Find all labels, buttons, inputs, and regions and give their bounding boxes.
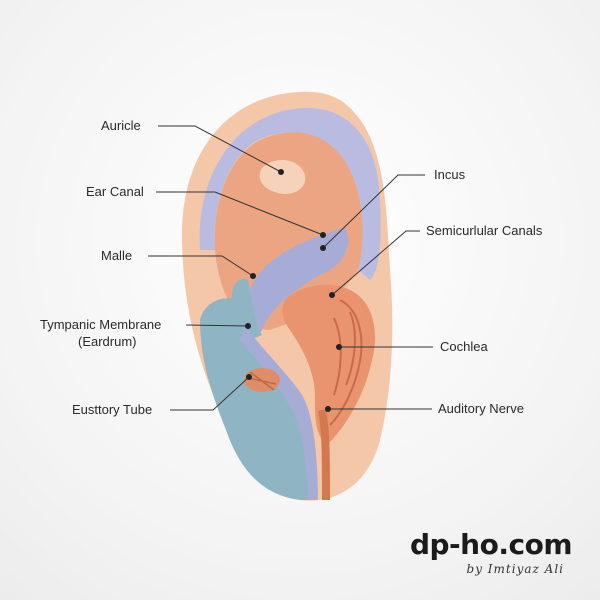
dot-auricle: [278, 169, 284, 175]
dot-eustachian: [246, 374, 252, 380]
dot-incus: [320, 245, 326, 251]
dot-auditory-nerve: [325, 406, 331, 412]
tympanic-channel: [240, 325, 318, 500]
label-incus: Incus: [434, 167, 466, 182]
label-eardrum: (Eardrum): [78, 334, 137, 349]
leader-tympanic: [185, 324, 249, 327]
tympanic-cluster: [244, 368, 280, 392]
dot-ear-canal: [320, 232, 326, 238]
cochlea-region: [282, 284, 376, 443]
dot-semicircular: [329, 292, 335, 298]
ear-canal-tube: [249, 228, 349, 333]
label-cochlea: Cochlea: [440, 339, 488, 354]
auditory-nerve-shape: [318, 409, 330, 501]
site-brand: dp-ho.com: [409, 528, 573, 561]
concha-highlight: [259, 159, 306, 195]
label-semicircular-canals: Semicurlular Canals: [426, 223, 543, 238]
label-eustachian-tube: Eusttory Tube: [72, 402, 153, 417]
malleus-tube: [231, 278, 262, 340]
leader-auricle: [158, 125, 282, 173]
auricle-band: [199, 107, 381, 280]
leader-ear-canal: [156, 191, 324, 236]
label-malle: Malle: [101, 248, 133, 263]
concha: [214, 132, 363, 330]
label-auditory-nerve: Auditory Nerve: [438, 401, 524, 416]
label-auricle: Auricle: [101, 118, 141, 133]
leader-semicircular: [331, 230, 420, 296]
label-tympanic-membrane: Tympanic Membrane: [40, 317, 162, 332]
leader-eustachian: [170, 376, 250, 411]
author-byline: by Imtiyaz Ali: [466, 562, 564, 576]
eustachian-tube-shape: [200, 298, 311, 500]
leader-malle: [148, 255, 254, 277]
dot-cochlea: [336, 344, 342, 350]
dot-malle: [250, 273, 256, 279]
cochlea-stripes: [329, 299, 363, 426]
leader-incus: [322, 174, 425, 249]
tympanic-stripes: [247, 371, 277, 391]
label-ear-canal: Ear Canal: [86, 184, 144, 199]
dot-tympanic: [245, 323, 251, 329]
